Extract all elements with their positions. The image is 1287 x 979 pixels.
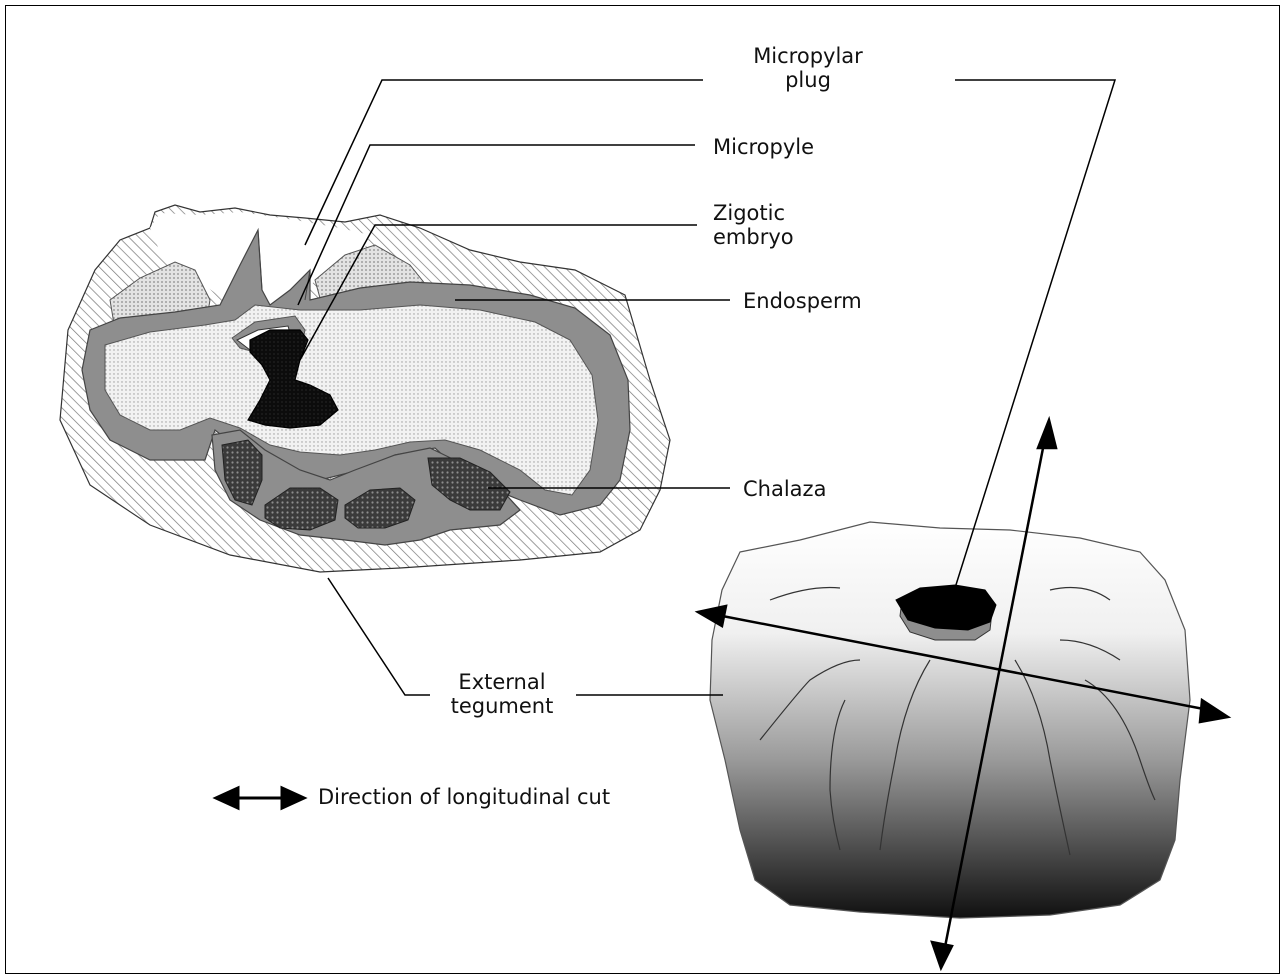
- label-micropyle: Micropyle: [713, 135, 814, 159]
- label-chalaza: Chalaza: [743, 477, 826, 501]
- label-micropylar-plug: Micropylar plug: [748, 44, 868, 92]
- label-endosperm: Endosperm: [743, 289, 862, 313]
- whole-seed-view: [710, 522, 1190, 918]
- label-external-tegument: External tegument: [432, 670, 572, 718]
- label-zigotic-embryo: Zigotic embryo: [713, 201, 794, 249]
- legend-text: Direction of longitudinal cut: [318, 785, 610, 809]
- legend-arrow-icon: [216, 788, 304, 808]
- seed-outline: [710, 522, 1190, 918]
- section-view: [60, 205, 670, 572]
